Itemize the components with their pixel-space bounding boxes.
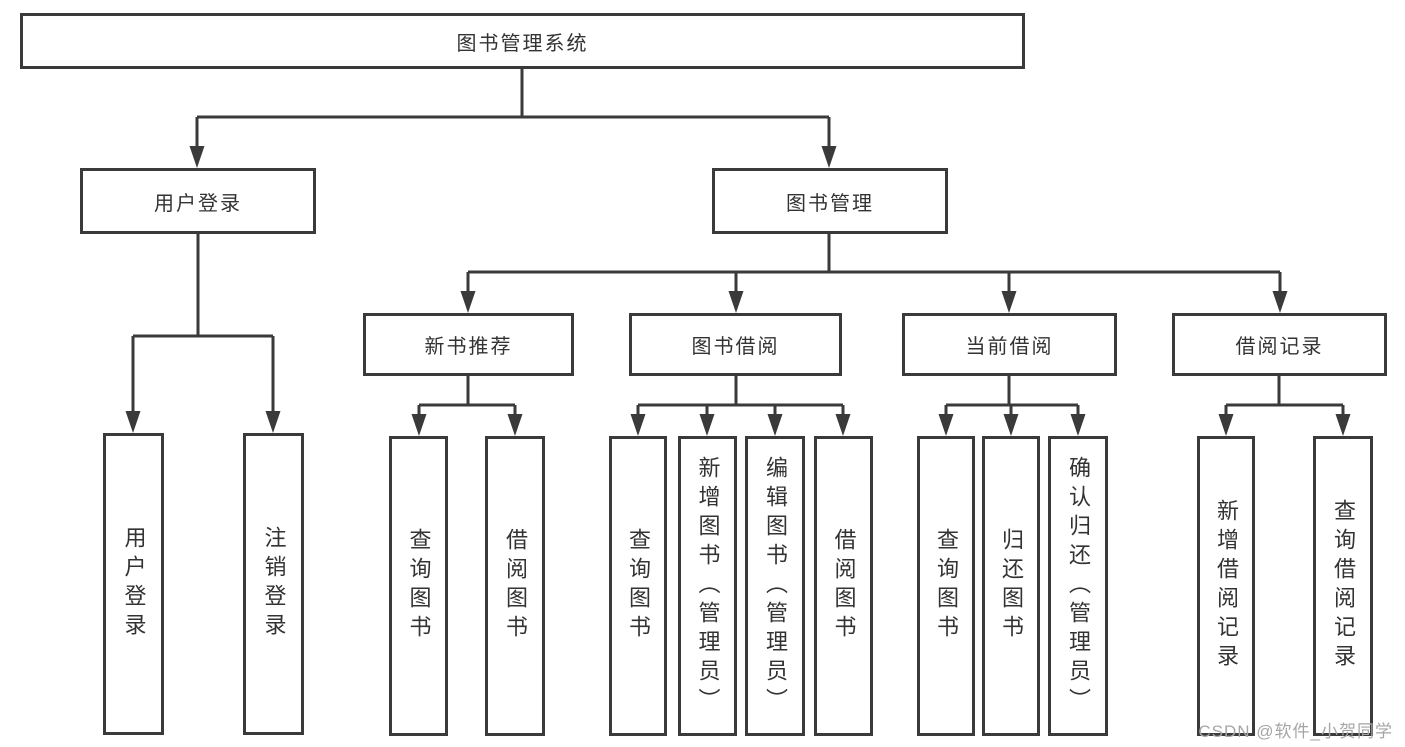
leaf-label: 新增借阅记录 <box>1214 499 1239 673</box>
leaf-edit-books-admin: 编辑图书（管理员） <box>745 436 805 736</box>
leaf-label: 借阅图书 <box>831 528 857 644</box>
node-borrowing-records: 借阅记录 <box>1172 313 1387 376</box>
node-new-book-recommendation: 新书推荐 <box>363 313 574 376</box>
node-book-management-branch: 图书管理 <box>712 168 948 234</box>
node-label: 图书管理 <box>786 192 874 215</box>
node-current-borrowing: 当前借阅 <box>902 313 1117 376</box>
node-book-borrowing: 图书借阅 <box>629 313 842 376</box>
node-library-management-system: 图书管理系统 <box>20 13 1025 69</box>
leaf-confirm-return-admin: 确认归还（管理员） <box>1048 436 1108 736</box>
leaf-add-books-admin: 新增图书（管理员） <box>678 436 737 736</box>
leaf-label: 查询图书 <box>406 528 432 644</box>
leaf-label: 查询图书 <box>934 528 959 644</box>
leaf-label: 用户登录 <box>121 526 147 642</box>
leaf-label: 编辑图书（管理员） <box>763 455 788 717</box>
leaf-label: 查询借阅记录 <box>1331 499 1356 673</box>
leaf-add-borrow-record: 新增借阅记录 <box>1197 436 1255 736</box>
csdn-watermark: CSDN @软件_小贺同学 <box>1198 722 1393 741</box>
node-label: 新书推荐 <box>424 336 513 358</box>
leaf-label: 查询图书 <box>626 528 651 644</box>
leaf-query-books-2: 查询图书 <box>609 436 667 736</box>
leaf-user-login: 用户登录 <box>103 433 164 735</box>
leaf-label: 注销登录 <box>261 526 287 642</box>
node-label: 借阅记录 <box>1235 336 1324 358</box>
leaf-return-books: 归还图书 <box>982 436 1040 736</box>
leaf-logout: 注销登录 <box>243 433 304 735</box>
leaf-borrow-books-1: 借阅图书 <box>485 436 545 736</box>
leaf-label: 新增图书（管理员） <box>695 455 721 717</box>
node-user-login-branch: 用户登录 <box>80 168 316 234</box>
leaf-label: 归还图书 <box>999 528 1024 644</box>
node-label: 图书管理系统 <box>456 32 589 55</box>
leaf-query-books-1: 查询图书 <box>389 436 448 736</box>
leaf-label: 借阅图书 <box>503 528 528 644</box>
leaf-query-books-3: 查询图书 <box>917 436 975 736</box>
leaf-query-borrow-record: 查询借阅记录 <box>1313 436 1373 736</box>
node-label: 当前借阅 <box>965 336 1054 358</box>
leaf-label: 确认归还（管理员） <box>1066 455 1091 717</box>
leaf-borrow-books-2: 借阅图书 <box>814 436 873 736</box>
node-label: 用户登录 <box>154 192 242 215</box>
node-label: 图书借阅 <box>691 336 780 358</box>
